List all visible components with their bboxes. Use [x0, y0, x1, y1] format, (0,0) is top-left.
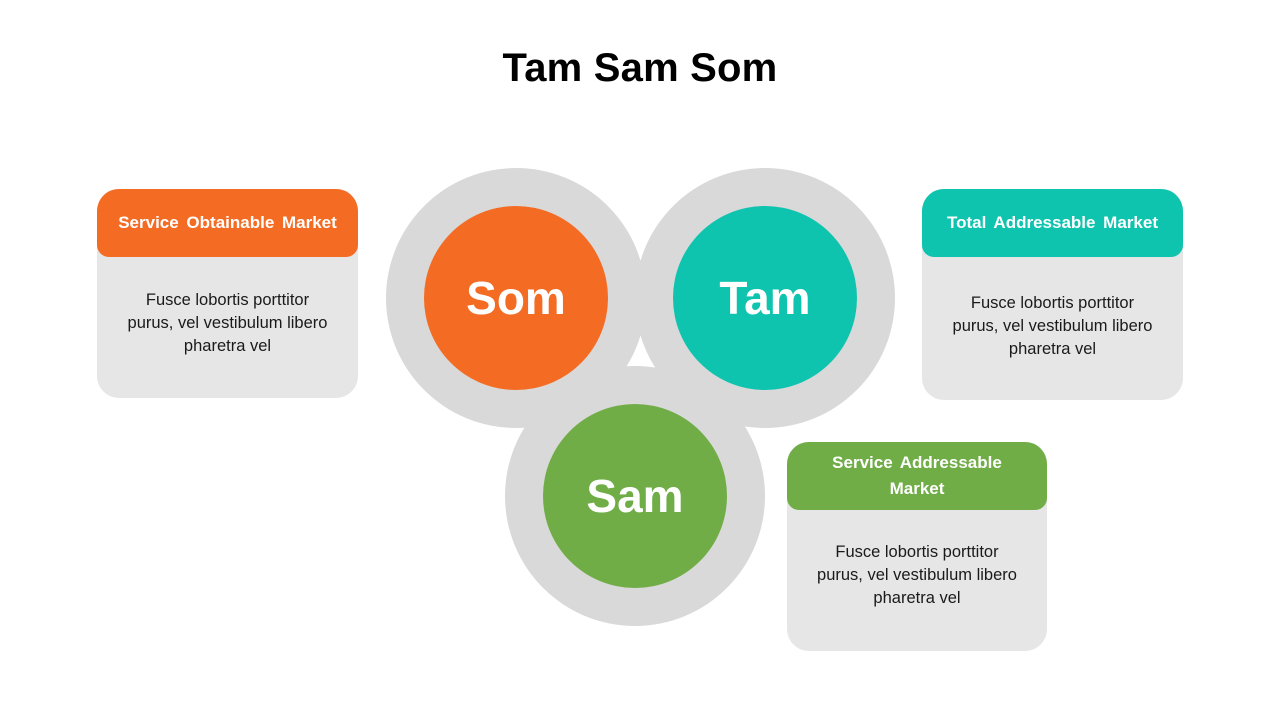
tam-card: Total Addressable Market Fusce lobortis …: [922, 189, 1183, 400]
page-title: Tam Sam Som: [502, 46, 778, 90]
som-card: Service Obtainable Market Fusce lobortis…: [97, 189, 358, 398]
sam-card-body: Fusce lobortis porttitor purus, vel vest…: [817, 543, 1017, 607]
tam-card-header: Total Addressable Market: [922, 189, 1183, 257]
som-circle: Som: [424, 206, 608, 390]
sam-card: Service Addressable Market Fusce loborti…: [787, 442, 1047, 651]
tam-ring: Tam: [635, 168, 895, 428]
sam-label: Sam: [586, 470, 684, 522]
tam-circle: Tam: [673, 206, 857, 390]
tam-label: Tam: [719, 272, 811, 324]
tam-card-body: Fusce lobortis porttitor purus, vel vest…: [952, 294, 1153, 358]
sam-circle: Sam: [543, 404, 727, 588]
som-ring: Som: [386, 168, 646, 428]
som-card-header: Service Obtainable Market: [97, 189, 358, 257]
sam-card-header: Service Addressable Market: [787, 442, 1047, 510]
som-label: Som: [466, 272, 566, 324]
som-card-body: Fusce lobortis porttitor purus, vel vest…: [127, 291, 328, 355]
